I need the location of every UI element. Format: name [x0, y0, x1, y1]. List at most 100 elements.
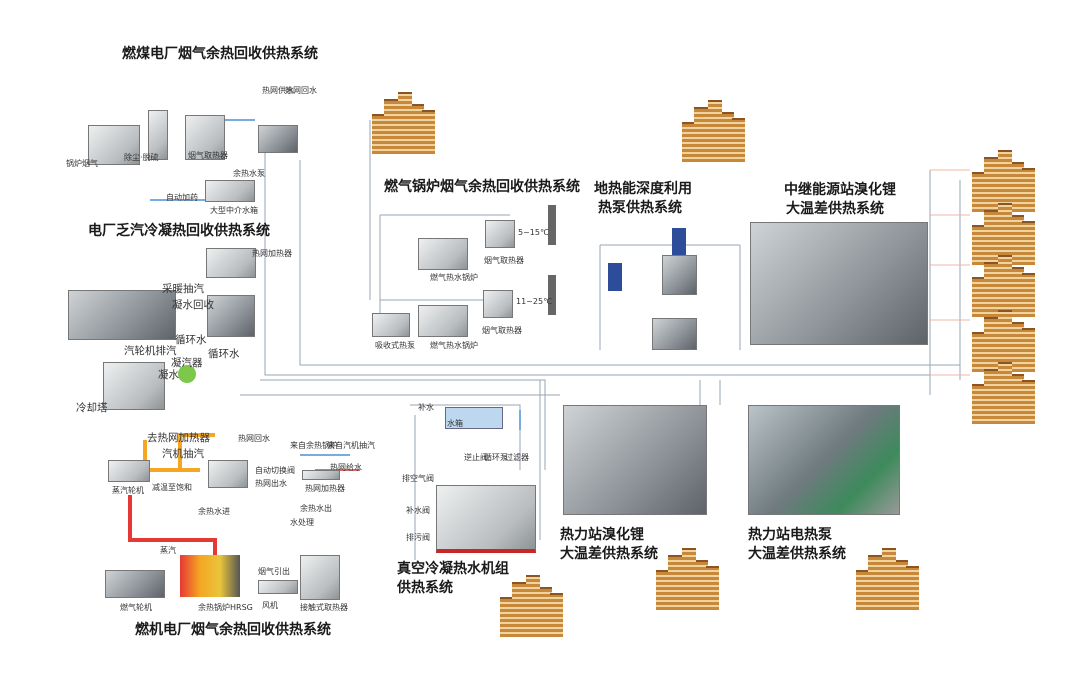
- label: 大型中介水箱: [210, 206, 258, 215]
- title-relay-2: 大温差供热系统: [786, 201, 884, 217]
- title-libr-2: 大温差供热系统: [560, 546, 658, 562]
- label: 烟气取热器: [482, 326, 522, 335]
- residential-buildings-icon: [972, 362, 1036, 424]
- plate-exchanger-icon: [672, 228, 686, 256]
- title-hp-2: 大温差供热系统: [748, 546, 846, 562]
- title-coal: 燃煤电厂烟气余热回收供热系统: [122, 46, 318, 62]
- heater-image: [206, 248, 256, 278]
- hrsg-image: [180, 555, 240, 597]
- label: 凝汽器: [171, 357, 203, 369]
- contact-heater-image: [300, 555, 340, 600]
- label: 减温至饱和: [152, 483, 192, 492]
- water-tank-icon: [445, 407, 503, 429]
- label: 吸收式热泵: [375, 341, 415, 350]
- label: 蒸汽轮机: [112, 486, 144, 495]
- label: 补水阀: [406, 506, 430, 515]
- absorption-heat-pump-image: [258, 125, 298, 153]
- flue-heat-exchanger-image: [485, 220, 515, 248]
- heat-pump-station-image: [748, 405, 900, 515]
- label: 余热水进: [198, 507, 230, 516]
- absorption-heat-pump-image: [372, 313, 410, 337]
- boiler-image: [88, 125, 140, 165]
- cooling-tower-image: [103, 362, 165, 410]
- heat-pump-image: [662, 255, 697, 295]
- chimney-icon: [548, 275, 556, 315]
- gas-boiler-image: [418, 238, 468, 270]
- label: 11~25℃: [516, 297, 553, 306]
- label: 排污阀: [406, 533, 430, 542]
- libr-station-image: [563, 405, 707, 515]
- label: 热网加热器: [305, 484, 345, 493]
- label: 来自余热锅炉: [290, 441, 338, 450]
- label: 汽轮机排汽: [124, 345, 177, 357]
- title-vacuum-2: 供热系统: [397, 580, 453, 596]
- label: 冷却塔: [76, 402, 108, 414]
- label: 余热水泵: [233, 169, 265, 178]
- steam-pipe: [128, 495, 217, 560]
- vacuum-unit-image: [436, 485, 536, 553]
- residential-buildings-icon: [500, 575, 564, 637]
- label: 采暖抽汽: [162, 283, 204, 295]
- desulfurizer-image: [148, 110, 168, 160]
- net-heater-image: [302, 470, 340, 480]
- chimney-icon: [548, 205, 556, 245]
- title-gas-boiler: 燃气锅炉烟气余热回收供热系统: [384, 179, 580, 195]
- label: 热网回水: [238, 434, 270, 443]
- label: 5~15℃: [518, 228, 549, 237]
- turbine-image: [68, 290, 176, 340]
- label: 自动切换阀: [255, 466, 295, 475]
- label: 自动加药: [166, 193, 198, 202]
- label: 热网供水: [262, 86, 294, 95]
- label: 循环泵: [484, 453, 508, 462]
- relay-station-image: [750, 222, 928, 345]
- label: 过滤器: [505, 453, 529, 462]
- label: 排空气阀: [402, 474, 434, 483]
- label: 燃气轮机: [120, 603, 152, 612]
- heat-pump-image: [207, 295, 255, 337]
- label: 风机: [262, 601, 278, 610]
- label: 去热网加热器: [147, 432, 210, 444]
- label: 余热锅炉HRSG: [198, 603, 253, 612]
- title-geo-1: 地热能深度利用: [594, 181, 692, 197]
- heat-pump-image: [652, 318, 697, 350]
- title-libr-1: 热力站溴化锂: [560, 527, 644, 543]
- residential-buildings-icon: [372, 92, 436, 154]
- label: 锅炉烟气: [66, 159, 98, 168]
- steam-turbine-image: [108, 460, 150, 482]
- flue-heat-exchanger-image: [185, 115, 225, 160]
- residential-buildings-icon: [656, 548, 720, 610]
- label: 补水: [418, 403, 434, 412]
- water-tank-image: [205, 180, 255, 202]
- label: 热网给水: [330, 463, 362, 472]
- title-hp-1: 热力站电热泵: [748, 527, 832, 543]
- label: 热网回水: [285, 86, 317, 95]
- label: 烟气取热器: [188, 151, 228, 160]
- label: 蒸汽: [160, 546, 176, 555]
- label: 水箱: [447, 419, 463, 428]
- residential-buildings-icon: [972, 203, 1036, 265]
- label: 接触式取热器: [300, 603, 348, 612]
- title-exhaust: 电厂乏汽冷凝热回收供热系统: [88, 223, 270, 239]
- label: 除尘·脱硫: [124, 153, 159, 162]
- residential-buildings-icon: [856, 548, 920, 610]
- title-gas-turbine: 燃机电厂烟气余热回收供热系统: [135, 622, 331, 638]
- label: 循环水: [175, 334, 207, 346]
- label: 来自汽机抽汽: [327, 441, 375, 450]
- condenser-icon: [178, 365, 196, 383]
- label: 凝水: [158, 369, 179, 381]
- label: 烟气引出: [258, 567, 290, 576]
- label: 水处理: [290, 518, 314, 527]
- absorption-unit-image: [208, 460, 248, 488]
- gas-turbine-image: [105, 570, 165, 598]
- plate-exchanger-icon: [608, 263, 622, 291]
- label: 烟气取热器: [484, 256, 524, 265]
- label: 循环水: [208, 348, 240, 360]
- label: 逆止阀: [464, 453, 488, 462]
- label: 燃气热水锅炉: [430, 273, 478, 282]
- label: 凝水回收: [172, 299, 214, 311]
- residential-buildings-icon: [682, 100, 746, 162]
- residential-buildings-icon: [972, 255, 1036, 317]
- title-relay-1: 中继能源站溴化锂: [784, 182, 896, 198]
- title-geo-2: 热泵供热系统: [598, 200, 682, 216]
